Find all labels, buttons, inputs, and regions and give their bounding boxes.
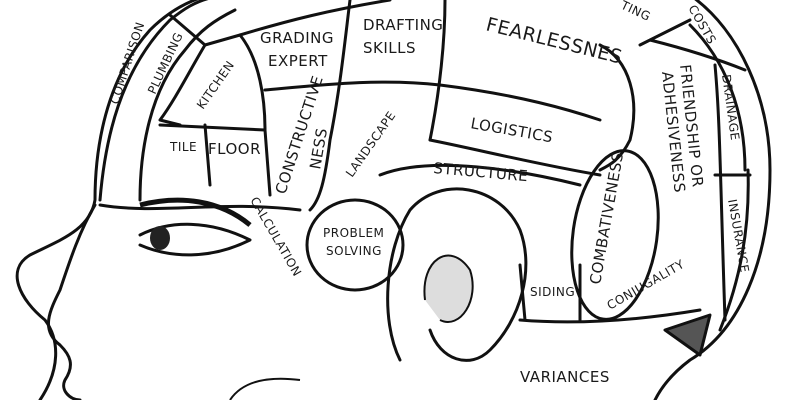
label-drafting-2: SKILLS [363, 39, 416, 57]
label-grading-2: EXPERT [268, 52, 328, 70]
label-variances: VARIANCES [520, 368, 610, 386]
label-drafting-1: DRAFTING [363, 16, 443, 34]
label-partial-top: TING [618, 0, 653, 24]
label-fearlessness: FEARLESSNES [484, 14, 625, 69]
eye [138, 222, 252, 257]
label-combativeness: COMBATIVENESS [586, 150, 627, 285]
label-grading-1: GRADING [260, 29, 334, 47]
ear [386, 187, 528, 362]
label-problem-2: SOLVING [326, 244, 382, 258]
label-logistics: LOGISTICS [469, 114, 554, 146]
label-kitchen: KITCHEN [194, 58, 237, 111]
label-structure: STRUCTURE [433, 159, 529, 185]
label-floor: FLOOR [208, 140, 261, 158]
label-problem-1: PROBLEM [323, 226, 384, 240]
label-siding: SIDING [530, 285, 575, 299]
label-conjugality: CONJUGALITY [605, 257, 688, 313]
label-tile: TILE [169, 140, 197, 154]
label-landscape: LANDSCAPE [343, 109, 399, 180]
face-profile [46, 203, 97, 400]
label-comparison: COMPARISON [108, 20, 148, 106]
label-drainage: DRAINAGE [719, 73, 742, 141]
